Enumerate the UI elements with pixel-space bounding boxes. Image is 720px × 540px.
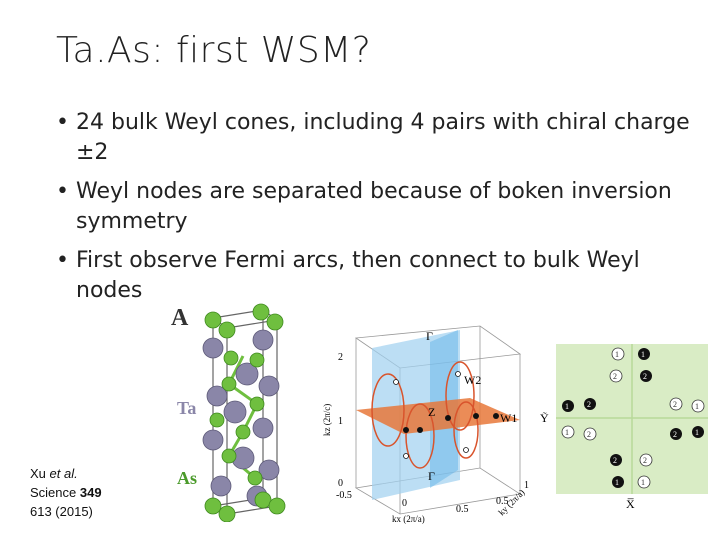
svg-text:1: 1 — [615, 350, 619, 359]
svg-text:1: 1 — [695, 402, 699, 411]
weyl-points-open — [393, 371, 469, 459]
tick-kz-1: 1 — [338, 416, 343, 427]
label-gamma-bottom: Γ — [428, 469, 435, 483]
marker-open: 1 — [561, 425, 575, 439]
marker-filled: 1 — [612, 476, 624, 488]
weyl-node-3d-figure: Γ Γ Z W1 W2 2 1 0 kz (2π/c) -0.5 0 0.5 k… — [322, 325, 529, 524]
svg-text:2: 2 — [587, 400, 591, 409]
marker-filled: 2 — [640, 370, 652, 382]
marker-filled: 2 — [610, 454, 622, 466]
svg-text:2: 2 — [613, 372, 617, 381]
svg-text:1: 1 — [695, 428, 699, 437]
tick-kz-0: 0 — [338, 478, 343, 489]
axis-label-kx: kx (2π/a) — [392, 514, 425, 524]
label-x-bar: X̅ — [626, 497, 635, 511]
bullet-dot: • — [56, 248, 69, 273]
label-y-bar: Ỹ — [540, 411, 549, 425]
tick-kx-0: 0 — [402, 498, 407, 509]
slide-title: Ta.As: first WSM? — [56, 30, 372, 71]
crystal-structure-figure: A Ta As — [171, 303, 286, 522]
citation: Xu et al. Science 349 613 (2015) — [30, 464, 102, 521]
fermi-loops — [371, 361, 479, 469]
axis-label-kz: kz (2π/c) — [322, 404, 332, 436]
bullet-dot: • — [56, 179, 69, 204]
atom-label-as: As — [177, 468, 197, 488]
bullet-dot: • — [56, 110, 69, 135]
brillouin-zone-figure: Ỹ X̅ 1 1 2 2 1 2 2 1 1 2 2 1 2 2 1 1 — [540, 344, 708, 511]
svg-text:1: 1 — [615, 478, 619, 487]
marker-filled: 2 — [670, 428, 682, 440]
horizontal-plane — [356, 398, 520, 434]
citation-authors: Xu et al. — [30, 466, 78, 481]
tick-kx-neg: -0.5 — [336, 490, 352, 501]
tick-kz-2: 2 — [338, 352, 343, 363]
label-w1: W1 — [500, 411, 517, 425]
citation-pages: 613 (2015) — [30, 504, 93, 519]
bullet-list: • 24 bulk Weyl cones, including 4 pairs w… — [56, 108, 696, 315]
tick-kx-pos: 0.5 — [456, 504, 469, 515]
marker-filled: 2 — [584, 398, 596, 410]
bullet-item: • First observe Fermi arcs, then connect … — [56, 246, 696, 306]
bullet-text: Weyl nodes are separated because of boke… — [76, 179, 672, 234]
svg-text:2: 2 — [613, 456, 617, 465]
svg-text:1: 1 — [565, 428, 569, 437]
marker-open: 1 — [611, 347, 625, 361]
marker-open: 2 — [669, 397, 683, 411]
svg-text:2: 2 — [673, 400, 677, 409]
as-atoms — [204, 303, 286, 522]
svg-text:1: 1 — [565, 402, 569, 411]
marker-open: 2 — [639, 453, 653, 467]
citation-journal: Science 349 — [30, 485, 102, 500]
bullet-text: 24 bulk Weyl cones, including 4 pairs wi… — [76, 110, 690, 165]
ta-atoms — [202, 329, 280, 507]
svg-text:2: 2 — [643, 456, 647, 465]
marker-filled: 1 — [692, 426, 704, 438]
bullet-text: First observe Fermi arcs, then connect t… — [76, 248, 640, 303]
marker-open: 1 — [637, 475, 651, 489]
label-z: Z — [428, 405, 435, 419]
marker-open: 1 — [691, 399, 705, 413]
marker-filled: 1 — [638, 348, 650, 360]
svg-text:2: 2 — [673, 430, 677, 439]
label-gamma-top: Γ — [426, 329, 433, 343]
weyl-points — [403, 413, 499, 433]
chirality-markers: 1 1 2 2 1 2 2 1 1 2 2 1 2 2 1 1 — [561, 347, 705, 489]
svg-text:1: 1 — [641, 478, 645, 487]
marker-open: 2 — [583, 427, 597, 441]
label-w2: W2 — [464, 373, 481, 387]
svg-text:2: 2 — [643, 372, 647, 381]
panel-label-a: A — [171, 305, 189, 331]
marker-filled: 1 — [562, 400, 574, 412]
tick-ky-05: 0.5 — [496, 496, 509, 507]
svg-text:1: 1 — [641, 350, 645, 359]
tick-ky-1: 1 — [524, 480, 529, 491]
bullet-item: • 24 bulk Weyl cones, including 4 pairs w… — [56, 108, 696, 168]
svg-text:2: 2 — [587, 430, 591, 439]
bullet-item: • Weyl nodes are separated because of bok… — [56, 177, 696, 237]
atom-label-ta: Ta — [177, 398, 196, 418]
marker-open: 2 — [609, 369, 623, 383]
